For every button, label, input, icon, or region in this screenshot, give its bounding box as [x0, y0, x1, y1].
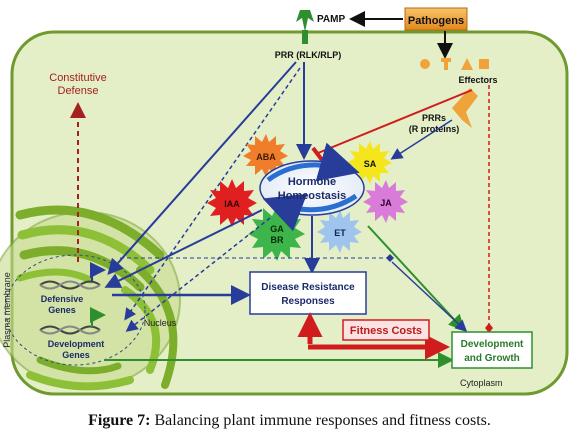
hormone-label-line2: Homeostasis	[278, 190, 346, 202]
defensive-gene-promoter-icon	[90, 262, 106, 282]
link-to-devgrowth-arrow	[391, 261, 468, 333]
dna-defensive-icon-strand	[39, 280, 101, 290]
cytoplasm-label: Cytoplasm	[460, 378, 503, 388]
disease-label-line1: Disease Resistance	[261, 282, 355, 293]
defensive-label-line2: Genes	[48, 305, 76, 315]
nucleus-label: Nucleus	[144, 318, 177, 328]
disease-label-line2: Responses	[281, 296, 335, 307]
plant-immunity-diagram: Pathogens PAMP PRR (RLK/RLP) Effectors P…	[0, 7, 569, 396]
development-gene-promoter-icon	[90, 307, 106, 327]
hormone-label-line1: Hormone	[288, 176, 336, 188]
br-label: BR	[271, 235, 284, 245]
constitutive-label-line1: Constitutive	[49, 72, 106, 84]
caption-text: Balancing plant immune responses and fit…	[150, 412, 491, 429]
development-growth-box	[451, 331, 533, 369]
iaa-label: IAA	[224, 199, 240, 209]
ja-burst-icon	[363, 180, 408, 223]
prr-to-nucleus-arrow	[124, 67, 301, 321]
effectors-inhibit-hormone-line	[317, 89, 473, 154]
organelle-graphic	[0, 205, 181, 391]
plasma-membrane-label: Plasma membrane	[2, 272, 12, 348]
cycle-arrow-top	[266, 142, 360, 183]
dna-defensive-icon	[39, 280, 101, 290]
fitness-costs-box	[342, 319, 430, 341]
defensive-label-line1: Defensive	[41, 294, 84, 304]
hormone-to-devgrowth-arrow	[367, 225, 465, 331]
et-burst-icon	[317, 210, 362, 253]
constitutive-label-line2: Defense	[58, 85, 99, 97]
rprotein-to-sa-arrow	[390, 119, 453, 160]
development-label-line2: Genes	[62, 350, 90, 360]
prr-label: PRR (RLK/RLP)	[275, 50, 342, 60]
nucleus-boundary	[4, 254, 146, 366]
devgrowth-label-line2: and Growth	[464, 353, 520, 364]
ja-label: JA	[380, 198, 392, 208]
prr-to-defensive-genes-arrow	[107, 61, 297, 275]
ga-br-burst-icon	[248, 206, 305, 261]
effector-shapes	[420, 58, 489, 70]
hormone-to-defensive-genes-arrow	[104, 209, 263, 288]
prrs-label-line1: PRRs	[422, 113, 446, 123]
disease-resistance-box	[249, 271, 367, 315]
development-label-line1: Development	[48, 339, 105, 349]
figure-caption: Figure 7: Balancing plant immune respons…	[0, 412, 579, 430]
sa-burst-icon	[347, 141, 392, 184]
fitness-costs-label: Fitness Costs	[350, 325, 422, 337]
prrs-label-line2: (R proteins)	[409, 124, 460, 134]
pamp-label: PAMP	[317, 14, 345, 25]
pathogens-label: Pathogens	[408, 15, 464, 27]
aba-burst-icon	[243, 134, 288, 177]
inhibit-diamond-icon	[485, 323, 493, 333]
pathogens-box	[404, 7, 468, 31]
pamp-receptor-icon	[296, 10, 314, 32]
receptor-stem-icon	[302, 30, 308, 44]
r-protein-icon	[452, 88, 478, 128]
effectors-label: Effectors	[458, 75, 497, 85]
aba-label: ABA	[256, 152, 276, 162]
caption-prefix: Figure 7:	[88, 412, 151, 429]
cycle-arrow-bottom	[262, 193, 358, 232]
dna-development-icon-strand	[39, 325, 101, 335]
link-diamond-icon	[386, 254, 394, 262]
et-label: ET	[334, 228, 346, 238]
iaa-burst-icon	[207, 179, 257, 227]
ga-label: GA	[270, 224, 284, 234]
dna-development-icon	[39, 325, 101, 335]
hormone-to-nucleus-arrow	[125, 217, 271, 332]
sa-label: SA	[364, 159, 377, 169]
devgrowth-label-line1: Development	[461, 339, 524, 350]
